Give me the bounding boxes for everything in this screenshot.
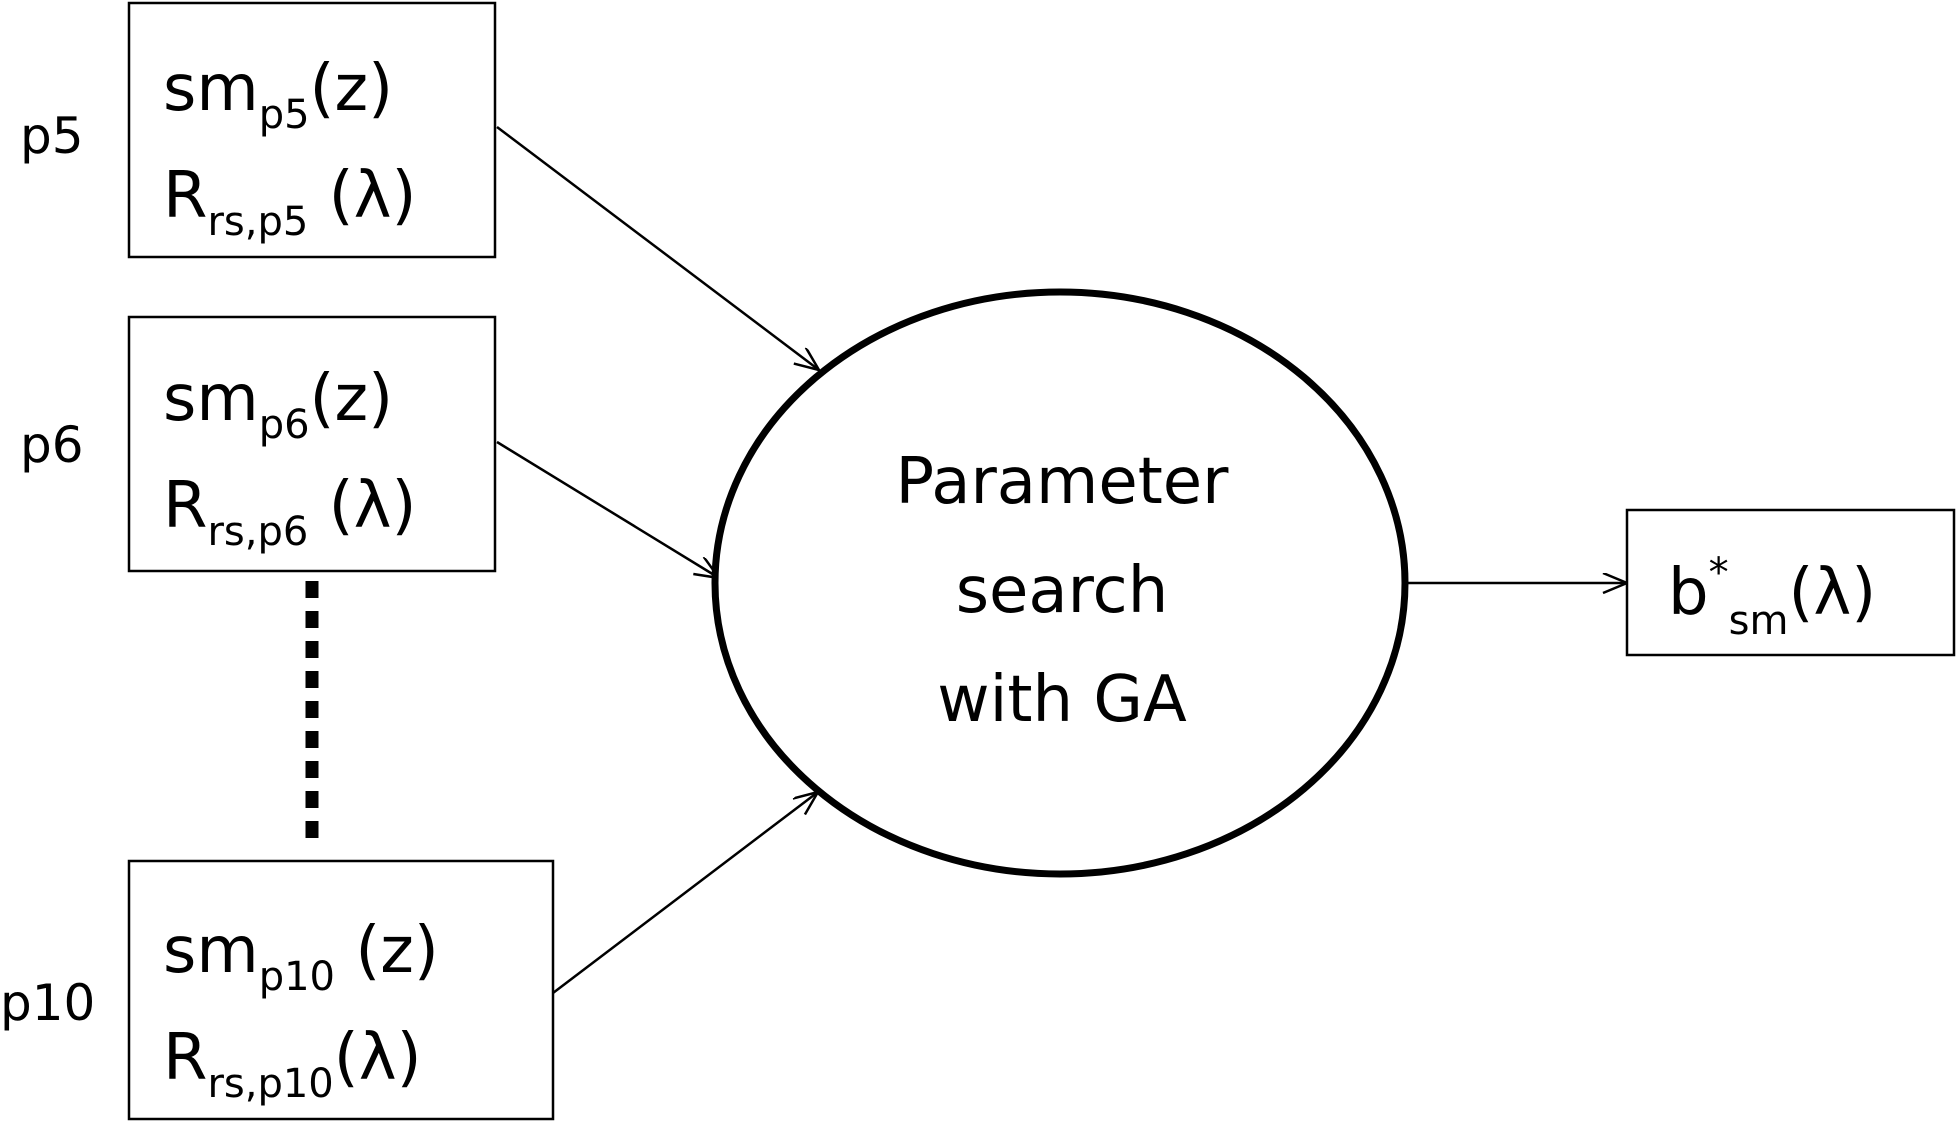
input-label-p10: p10	[0, 974, 95, 1032]
input-p6-line2: Rrs,p6 (λ)	[163, 469, 416, 555]
input-box-p5	[127, 1, 497, 259]
process-line-3: with GA	[937, 663, 1187, 737]
input-p5-line1: smp5(z)	[163, 52, 393, 138]
process-line-1: Parameter	[896, 445, 1230, 519]
input-box-p6	[127, 315, 497, 573]
arrow-p10-to-process	[552, 792, 818, 994]
arrow-p6-to-process	[496, 440, 719, 578]
input-label-p6: p6	[20, 416, 84, 474]
input-p6-line1: smp6(z)	[163, 362, 393, 448]
input-p10-line2: Rrs,p10(λ)	[163, 1021, 422, 1107]
input-p5-line2: Rrs,p5 (λ)	[163, 159, 416, 245]
input-box-p10	[127, 859, 555, 1121]
output-text: b*sm(λ)	[1668, 550, 1876, 644]
input-p10-line1: smp10 (z)	[163, 914, 439, 1000]
arrow-p5-to-process	[496, 126, 819, 370]
process-line-2: search	[956, 554, 1169, 628]
input-label-p5: p5	[20, 107, 84, 165]
output-box	[1625, 508, 1956, 657]
